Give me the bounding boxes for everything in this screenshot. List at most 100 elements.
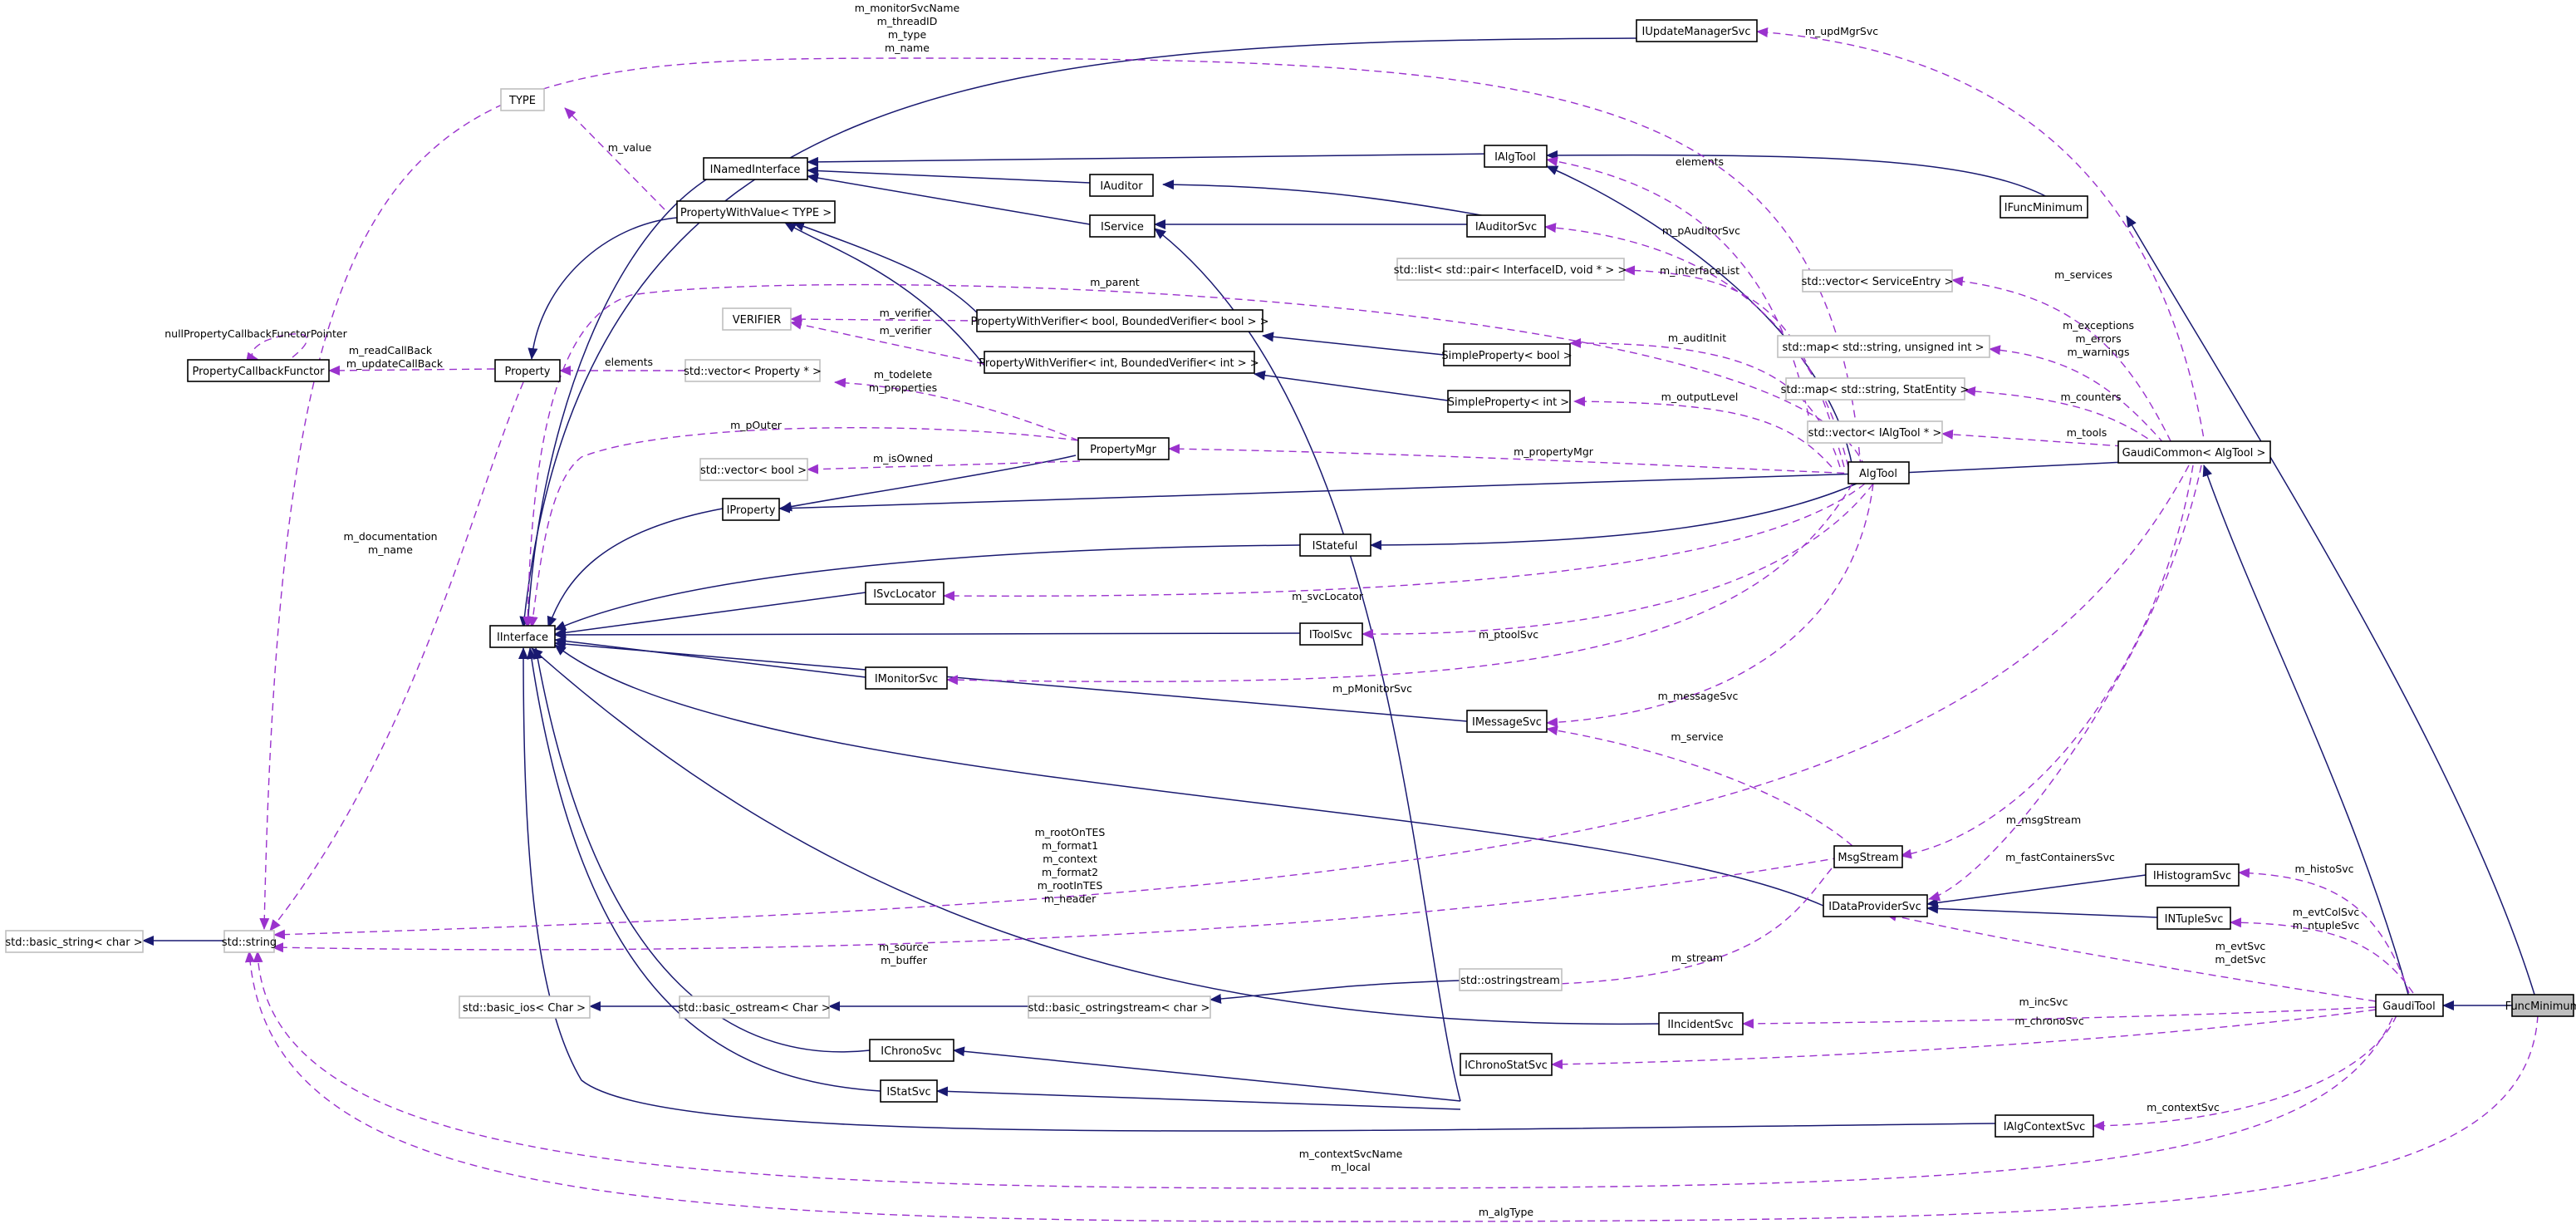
node-iinterface[interactable]: IInterface <box>489 625 556 648</box>
node-stdvector-ialgtool[interactable]: std::vector< IAlgTool * > <box>1807 420 1943 444</box>
edge-label-callback-0: m_readCallBack <box>349 344 433 356</box>
node-stdmap-unsigned[interactable]: std::map< std::string, unsigned int > <box>1777 335 1990 358</box>
node-ifuncminimum[interactable]: IFuncMinimum <box>1999 195 2088 219</box>
edge-ostringstream-basic-ostringstream <box>1209 980 1460 1004</box>
edge-label-gc-string-2: m_context <box>1043 853 1097 865</box>
edge-label-pauditorsvc: m_pAuditorSvc <box>1662 224 1740 237</box>
node-label: IInterface <box>497 632 548 644</box>
edge-ichronostatsvc-istatsvc <box>936 1086 1461 1110</box>
node-iservice[interactable]: IService <box>1089 214 1156 238</box>
edge-label-gc-string-5: m_header <box>1044 892 1097 905</box>
edge-histosvc <box>2238 868 2410 994</box>
node-imonitorsvc[interactable]: IMonitorSvc <box>865 666 948 690</box>
node-label: std::vector< IAlgTool * > <box>1808 427 1942 440</box>
node-ialgtool[interactable]: IAlgTool <box>1484 145 1548 168</box>
node-label: IMessageSvc <box>1472 716 1542 729</box>
node-propertywithvalue[interactable]: PropertyWithValue< TYPE > <box>676 200 836 224</box>
edge-label-ptoolsvc: m_ptoolSvc <box>1479 628 1538 641</box>
edge-gaudicommon-strings <box>273 465 2190 940</box>
node-stdvector-bool[interactable]: std::vector< bool > <box>699 458 808 481</box>
edge-label-svclocator: m_svcLocator <box>1292 590 1364 602</box>
node-label: PropertyCallbackFunctor <box>193 366 326 378</box>
node-ichronosvc[interactable]: IChronoSvc <box>869 1039 954 1062</box>
edge-label-services: m_services <box>2054 268 2112 281</box>
node-propertymgr[interactable]: PropertyMgr <box>1077 437 1170 460</box>
node-label: std::vector< Property * > <box>684 366 822 378</box>
edge-label-counters-name-2: m_warnings <box>2068 346 2130 358</box>
node-label: TYPE <box>508 95 536 107</box>
node-label: std::basic_ostringstream< char > <box>1028 1002 1210 1015</box>
edge-label-nullcallback: nullPropertyCallbackFunctorPointer <box>164 327 347 340</box>
node-basic-ios[interactable]: std::basic_ios< Char > <box>459 995 591 1019</box>
node-label: IToolSvc <box>1309 629 1352 641</box>
edge-simpleproperty-bool-pwv-bool <box>1262 332 1445 356</box>
node-basic-ostream[interactable]: std::basic_ostream< Char > <box>678 995 831 1019</box>
edge-label-iinterface-name-2: m_type <box>888 28 927 41</box>
node-ialgcontextsvc[interactable]: IAlgContextSvc <box>1995 1114 2094 1138</box>
edge-service <box>1546 725 1853 847</box>
edge-label-msgstream: m_msgStream <box>2006 814 2081 826</box>
edge-label-verifier-1: m_verifier <box>880 307 933 319</box>
node-label: IAuditorSvc <box>1475 221 1537 233</box>
node-label: Property <box>504 366 550 378</box>
edge-intuplesvc-idataprovidersvc <box>1926 903 2158 918</box>
edge-pmonitorsvc <box>946 483 1853 686</box>
node-gaudicommon[interactable]: GaudiCommon< AlgTool > <box>2117 440 2271 464</box>
node-pwv-bool[interactable]: PropertyWithVerifier< bool, BoundedVerif… <box>970 309 1269 332</box>
node-basic-string[interactable]: std::basic_string< char > <box>5 930 144 953</box>
node-label: IIncidentSvc <box>1667 1019 1733 1031</box>
edge-isvclocator-iinterface <box>554 592 866 638</box>
node-ihistogramsvc[interactable]: IHistogramSvc <box>2145 863 2240 887</box>
edge-type-value <box>564 107 665 210</box>
edge-funcminimum-ifuncminimum <box>2126 215 2536 998</box>
edge-label-propertymgr-name-1: m_properties <box>869 381 937 394</box>
node-ichronostatsvc[interactable]: IChronoStatSvc <box>1460 1053 1553 1076</box>
node-intuplesvc[interactable]: INTupleSvc <box>2156 907 2231 930</box>
node-itoolsvc[interactable]: IToolSvc <box>1299 622 1363 646</box>
node-verifier[interactable]: VERIFIER <box>722 307 792 331</box>
edge-label-callback-1: m_updateCallBack <box>346 357 444 370</box>
node-imessagesvc[interactable]: IMessageSvc <box>1466 710 1548 733</box>
node-stdvector-serviceentry[interactable]: std::vector< ServiceEntry > <box>1802 269 1954 292</box>
edge-label-iinterface-name-0: m_monitorSvcName <box>855 2 960 14</box>
node-isvclocator[interactable]: ISvcLocator <box>865 582 945 605</box>
node-iproperty[interactable]: IProperty <box>722 498 780 521</box>
node-label: std::basic_ostream< Char > <box>678 1002 830 1015</box>
node-idataprovidersvc[interactable]: IDataProviderSvc <box>1823 894 1928 917</box>
node-istateful[interactable]: IStateful <box>1299 533 1371 557</box>
edge-propertywithvalue-property <box>527 217 678 360</box>
node-basic-ostringstream[interactable]: std::basic_ostringstream< char > <box>1028 995 1211 1019</box>
node-iincidentsvc[interactable]: IIncidentSvc <box>1658 1012 1744 1035</box>
node-property[interactable]: Property <box>494 359 561 382</box>
edge-label-incsvc: m_incSvc <box>2019 995 2068 1008</box>
node-stdlist[interactable]: std::list< std::pair< InterfaceID, void … <box>1394 258 1627 281</box>
node-label: SimpleProperty< int > <box>1448 396 1569 409</box>
edge-label-stream: m_stream <box>1671 951 1723 964</box>
node-label: FuncMinimum <box>2505 1000 2576 1013</box>
node-label: std::vector< ServiceEntry > <box>1802 276 1954 288</box>
edge-iincidentsvc-iinterface <box>531 647 1660 1025</box>
edge-propertymgr-props <box>834 377 1079 441</box>
node-simpleproperty-bool[interactable]: SimpleProperty< bool > <box>1441 343 1573 366</box>
edge-verifier-2 <box>790 319 985 365</box>
node-iauditor[interactable]: IAuditor <box>1089 174 1154 197</box>
node-algtool[interactable]: AlgTool <box>1847 461 1910 484</box>
node-istatsvc[interactable]: IStatSvc <box>880 1079 938 1103</box>
node-ostringstream[interactable]: std::ostringstream <box>1459 968 1563 991</box>
node-inamedinterface[interactable]: INamedInterface <box>703 157 808 180</box>
node-msgstream[interactable]: MsgStream <box>1833 845 1903 868</box>
node-pwv-int[interactable]: PropertyWithVerifier< int, BoundedVerifi… <box>979 351 1259 374</box>
node-type[interactable]: TYPE <box>500 88 545 111</box>
node-gauditool[interactable]: GaudiTool <box>2375 994 2444 1017</box>
node-stdvector-property[interactable]: std::vector< Property * > <box>684 359 822 382</box>
node-simpleproperty-int[interactable]: SimpleProperty< int > <box>1447 390 1571 413</box>
node-iupdatemanagersvc[interactable]: IUpdateManagerSvc <box>1636 19 1758 42</box>
node-iauditorsvc[interactable]: IAuditorSvc <box>1466 214 1546 238</box>
node-stdmap-statentity[interactable]: std::map< std::string, StatEntity > <box>1781 377 1970 401</box>
edge-isowned <box>807 460 1081 474</box>
node-stdstring[interactable]: std::string <box>222 930 277 953</box>
edge-pauditorsvc <box>1544 223 1849 468</box>
node-propertycallbackfunctor[interactable]: PropertyCallbackFunctor <box>187 359 330 382</box>
edge-counters-unsigned <box>1989 345 2173 454</box>
node-funcminimum[interactable]: FuncMinimum <box>2505 994 2576 1017</box>
